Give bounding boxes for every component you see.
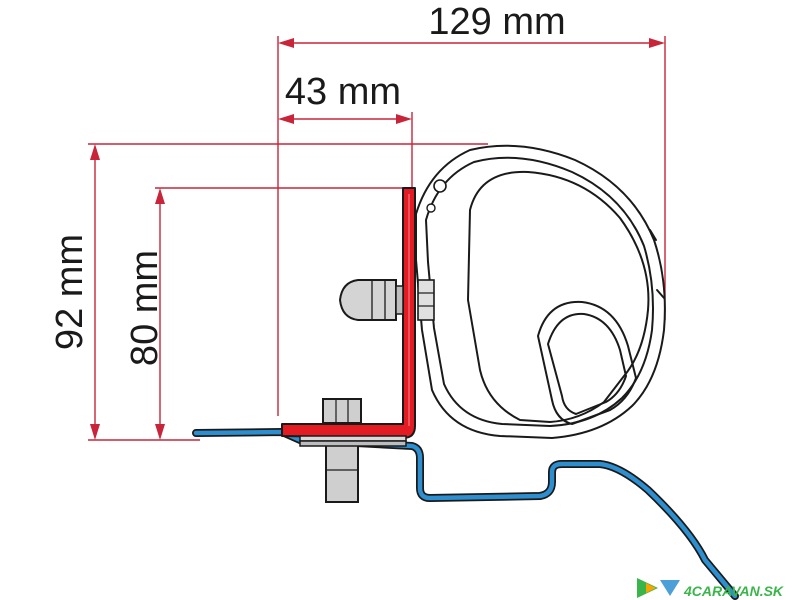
- stud-bolt-head: [338, 279, 404, 321]
- bracket-offset-label: 43 mm: [285, 71, 401, 113]
- dimension-overall-height: 92 mm: [49, 143, 488, 441]
- overall-width-label: 129 mm: [428, 1, 565, 43]
- watermark-logo: 4CARAVAN.SK: [637, 578, 784, 599]
- vehicle-rail-profile: [192, 428, 739, 600]
- foot-spacer: [299, 435, 407, 447]
- red-l-bracket: [281, 187, 416, 439]
- mounting-bolt: [322, 398, 362, 503]
- watermark-text: 4CARAVAN.SK: [683, 583, 784, 599]
- awning-cassette: [415, 144, 666, 439]
- overall-height-label: 92 mm: [49, 234, 91, 350]
- bracket-height-label: 80 mm: [124, 250, 166, 366]
- dimension-bracket-offset: 43 mm: [278, 71, 413, 188]
- dimension-bracket-height: 80 mm: [124, 187, 412, 440]
- dimension-overall-width: 129 mm: [277, 1, 666, 416]
